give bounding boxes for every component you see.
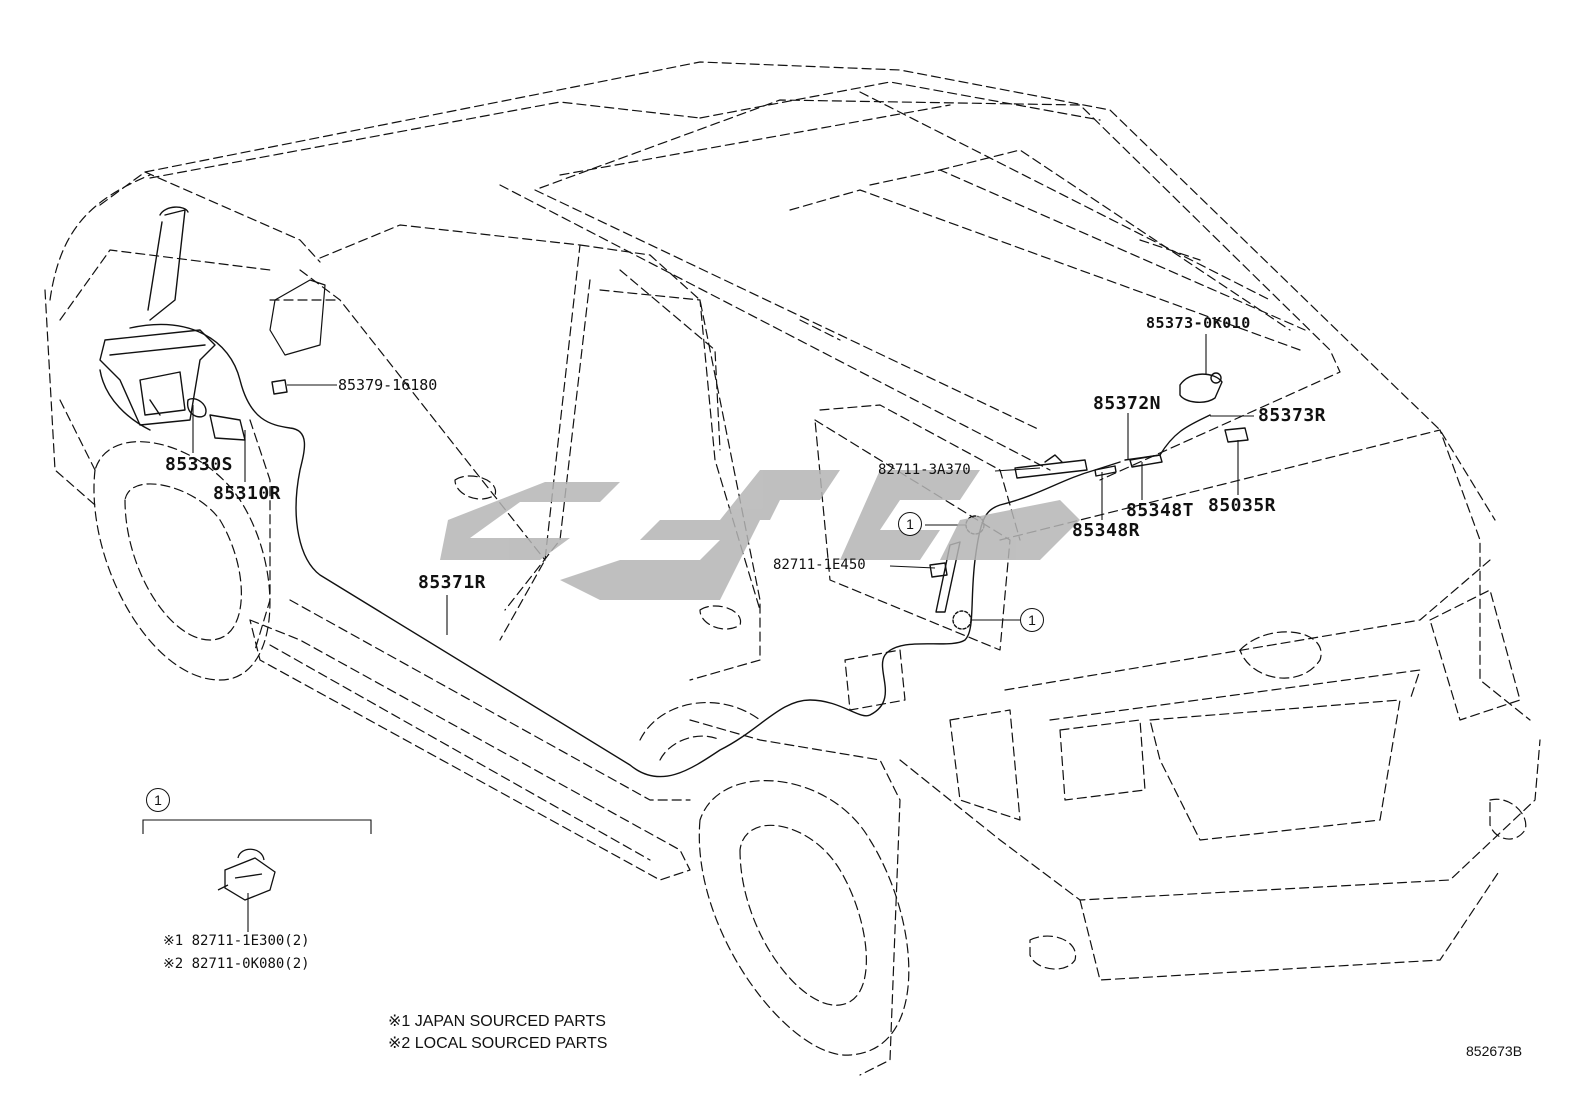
leader-82711-3A370 <box>994 467 1041 472</box>
washer-filler-neck <box>149 209 186 321</box>
part-number-85371R: 85371R <box>418 572 487 593</box>
vehicle-hood <box>99 171 321 263</box>
rear-bumper <box>899 739 1541 901</box>
vehicle-roof-outline <box>144 61 1496 521</box>
inset-marker-1: 1 <box>146 788 170 812</box>
rear-washer-nozzle <box>1224 427 1249 443</box>
front-wheel <box>93 441 271 681</box>
vehicle-roof-edge <box>149 101 701 179</box>
washer-pump <box>209 414 246 441</box>
hose-clip <box>1014 459 1088 479</box>
footnote-japan-sourced: ※1 JAPAN SOURCED PARTS <box>388 1013 606 1030</box>
part-number-85373R: 85373R <box>1258 405 1327 426</box>
part-number-85379-16180: 85379-16180 <box>338 376 438 394</box>
inset-part-line-2: ※2 82711-0K080(2) <box>163 956 310 972</box>
rear-wheel <box>698 780 910 1056</box>
reference-marker-1: 1 <box>1020 608 1044 632</box>
inset-clip-drawing <box>217 848 276 901</box>
leader-82711-1E450 <box>889 565 936 569</box>
part-number-85372N: 85372N <box>1093 393 1162 414</box>
side-mirror <box>269 279 326 356</box>
part-number-85348T: 85348T <box>1126 500 1195 521</box>
tailgate-outline <box>999 429 1531 721</box>
roof-rail <box>539 99 1341 481</box>
part-number-85373-0K010: 85373-0K010 <box>1146 314 1251 332</box>
part-number-85310R: 85310R <box>213 483 282 504</box>
part-number-85330S: 85330S <box>165 454 234 475</box>
reference-marker-1: 1 <box>898 512 922 536</box>
running-board <box>249 619 691 881</box>
footnote-local-sourced: ※2 LOCAL SOURCED PARTS <box>388 1035 608 1052</box>
inset-part-line-1: ※1 82711-1E300(2) <box>163 933 310 949</box>
watermark-logo <box>440 470 1080 600</box>
inset-bracket <box>142 819 372 834</box>
part-number-82711-3A370: 82711-3A370 <box>878 462 971 478</box>
rear-door-outline <box>579 244 761 681</box>
part-number-85348R: 85348R <box>1072 520 1141 541</box>
diagram-code: 852673B <box>1466 1043 1523 1059</box>
part-number-82711-1E450: 82711-1E450 <box>773 557 866 573</box>
grommet <box>1179 373 1223 403</box>
part-number-85035R: 85035R <box>1208 495 1277 516</box>
